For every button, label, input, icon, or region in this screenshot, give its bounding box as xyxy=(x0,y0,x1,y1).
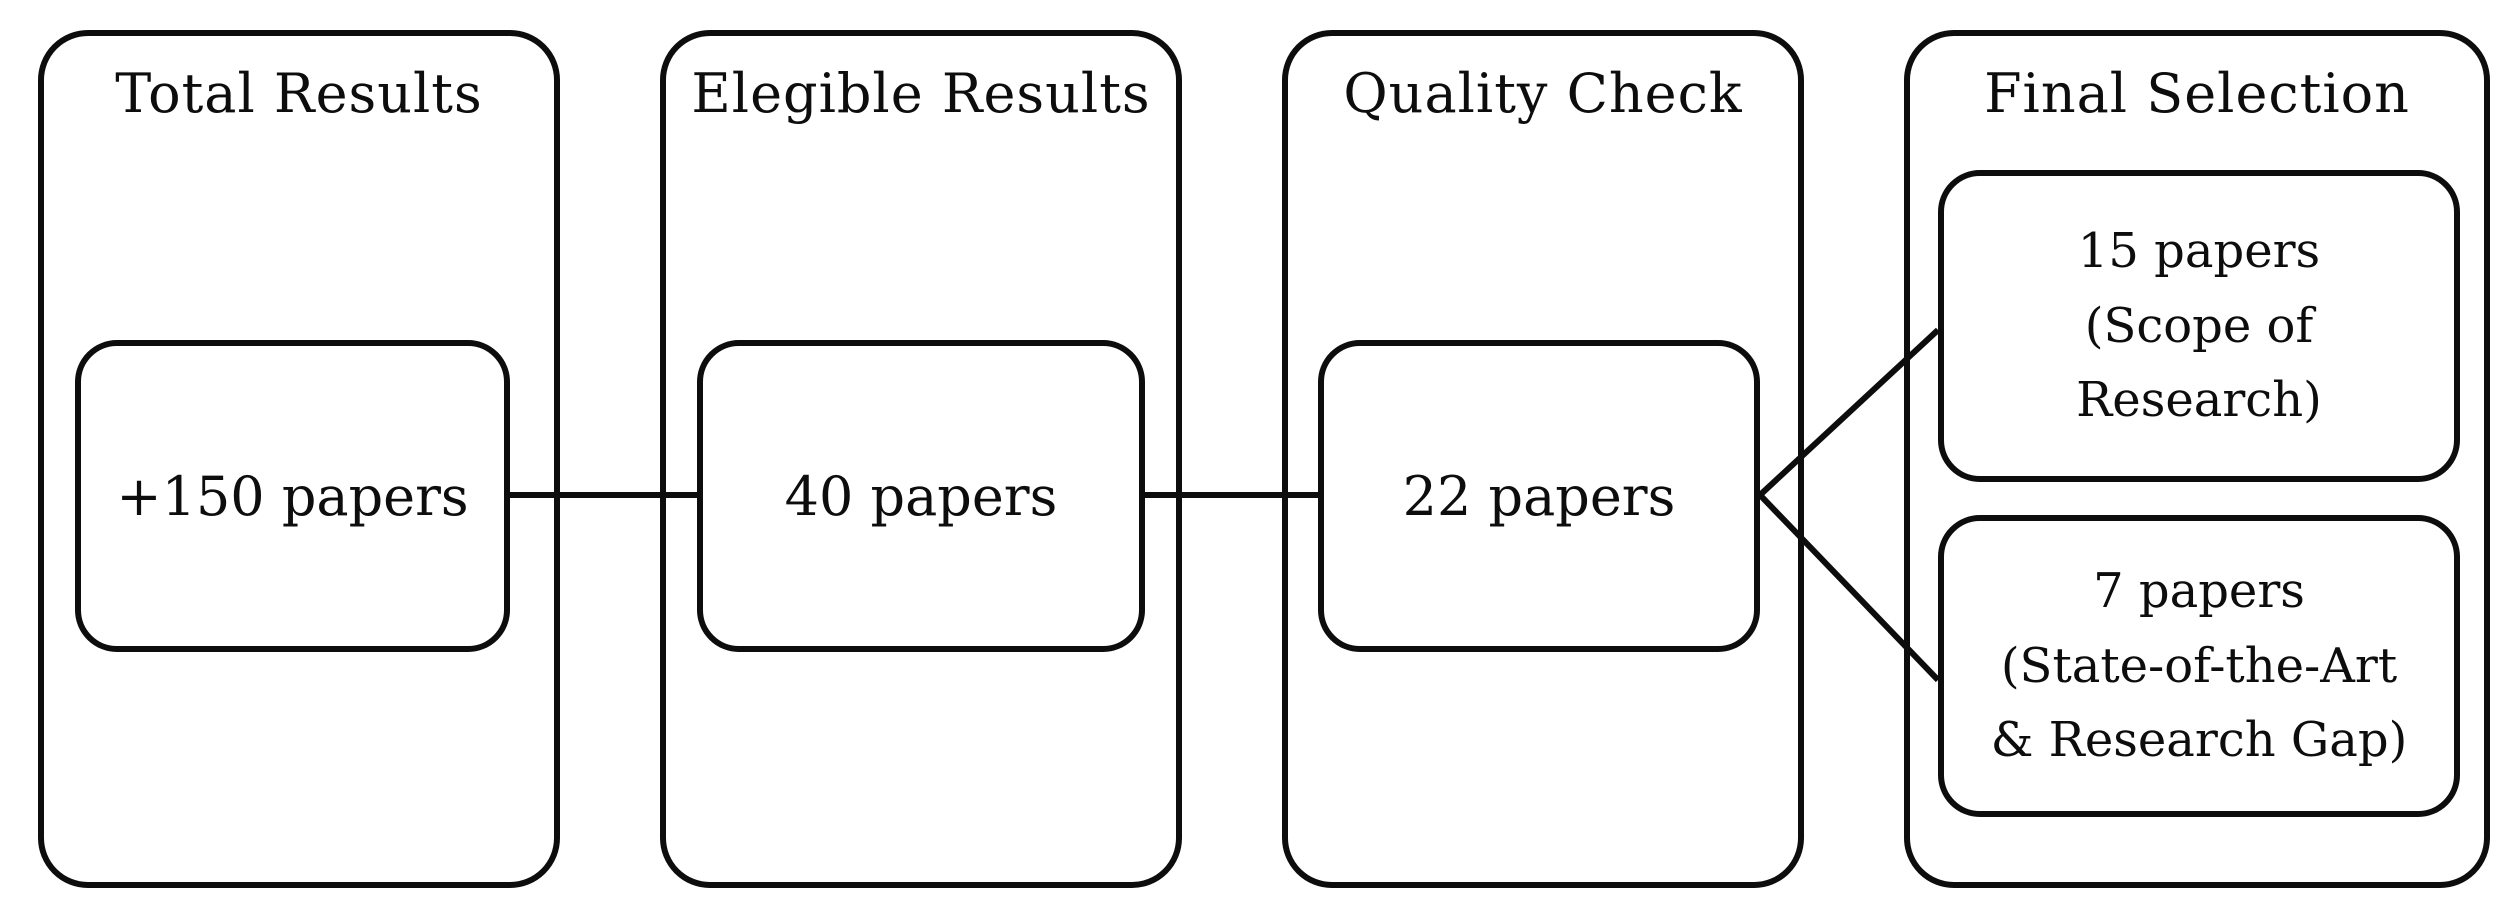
stage-title-total-results: Total Results xyxy=(115,62,483,125)
output-line: & Research Gap) xyxy=(1990,712,2408,769)
stage-title-final-selection: Final Selection xyxy=(1984,62,2410,125)
count-box-quality-check: 22 papers xyxy=(1318,340,1760,652)
output-line: (Scope of xyxy=(2084,297,2314,354)
count-label-total-results: +150 papers xyxy=(116,464,469,528)
output-box-scope-of-research: 15 papers (Scope of Research) xyxy=(1938,170,2460,482)
count-label-quality-check: 22 papers xyxy=(1402,464,1676,528)
output-line: (State-of-the-Art xyxy=(2000,637,2398,694)
output-line: Research) xyxy=(2076,372,2322,429)
output-line: 7 papers xyxy=(2093,563,2305,620)
output-line: 15 papers xyxy=(2077,223,2321,280)
stage-title-elegible-results: Elegible Results xyxy=(691,62,1151,125)
count-box-total-results: +150 papers xyxy=(75,340,510,652)
count-box-elegible-results: 40 papers xyxy=(697,340,1145,652)
output-box-state-of-the-art: 7 papers (State-of-the-Art & Research Ga… xyxy=(1938,515,2460,817)
stage-title-quality-check: Quality Check xyxy=(1343,62,1743,125)
count-label-elegible-results: 40 papers xyxy=(784,464,1058,528)
